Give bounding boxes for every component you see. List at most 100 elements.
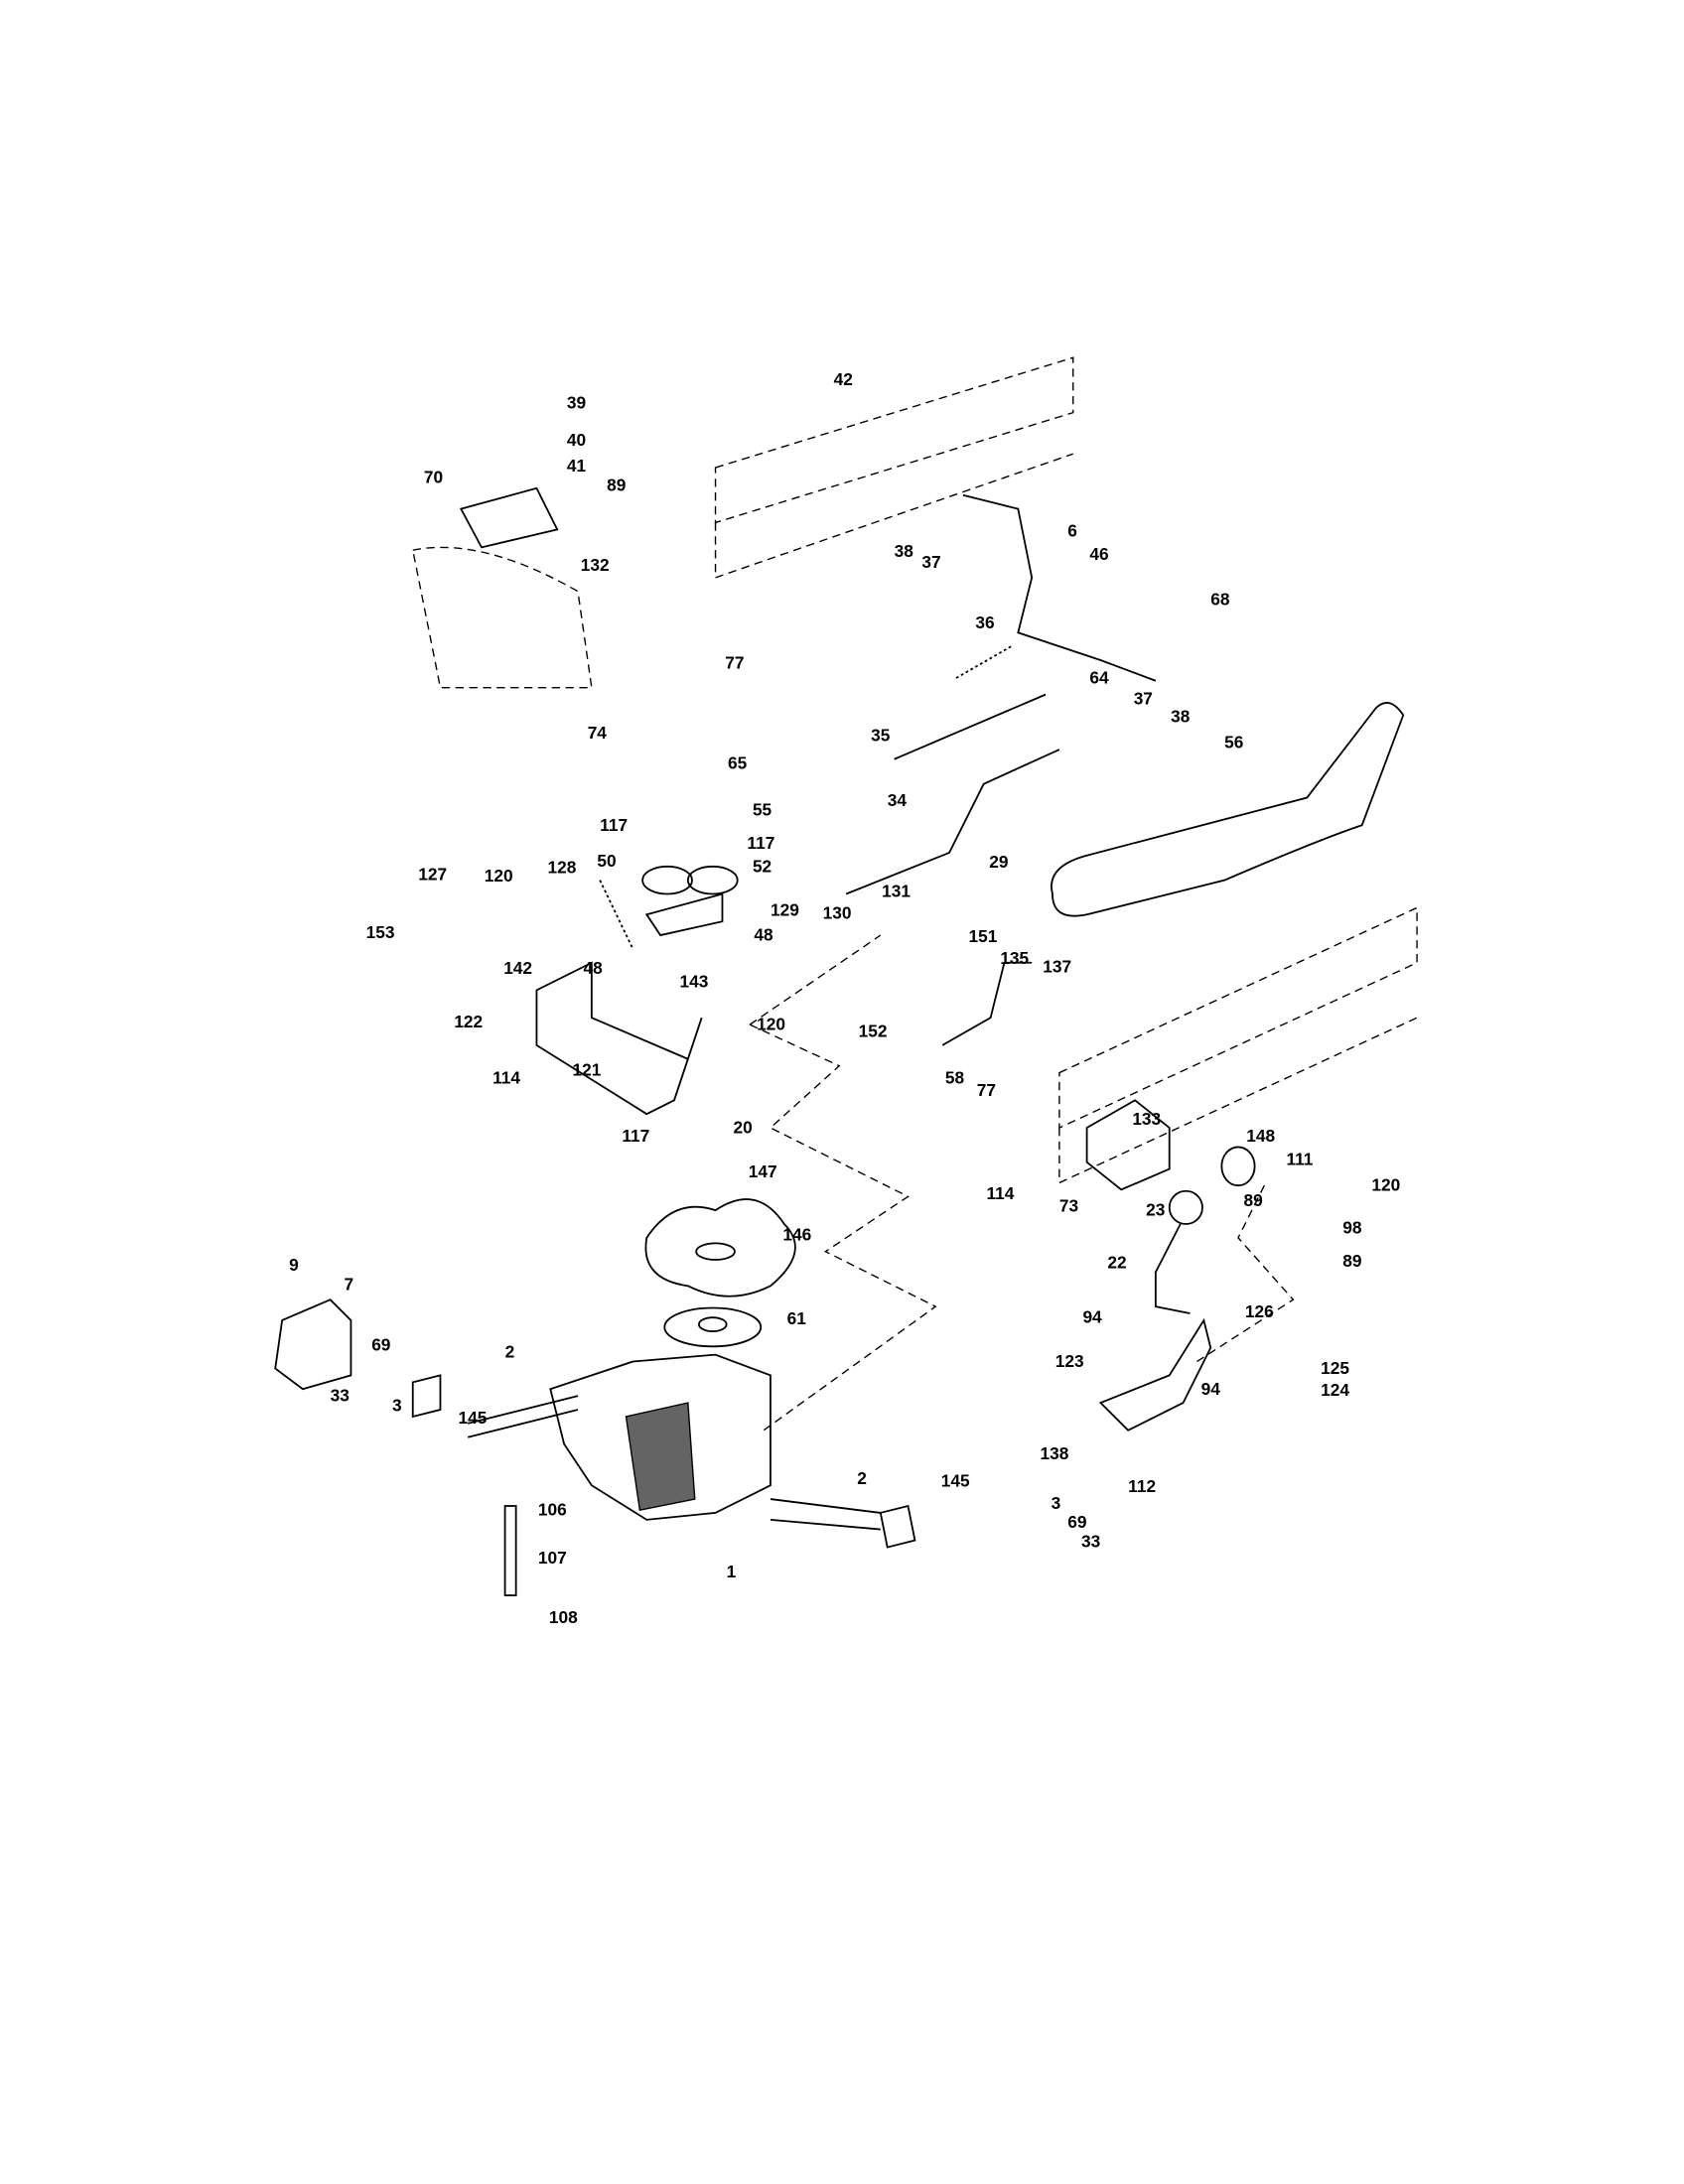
callout-146: 146 <box>782 1225 811 1245</box>
callout-89: 89 <box>1244 1190 1263 1210</box>
transaxle <box>467 1353 881 1531</box>
callout-38: 38 <box>895 541 914 561</box>
callout-120: 120 <box>485 866 513 886</box>
callout-37: 37 <box>1134 688 1153 708</box>
callout-29: 29 <box>989 852 1008 872</box>
callout-33: 33 <box>1081 1532 1100 1552</box>
callout-114: 114 <box>986 1183 1014 1203</box>
callout-147: 147 <box>749 1161 777 1181</box>
callout-133: 133 <box>1132 1109 1161 1129</box>
callout-23: 23 <box>1146 1200 1165 1220</box>
callout-131: 131 <box>882 881 911 900</box>
transaxle-pulley-hub <box>698 1316 728 1332</box>
callout-38: 38 <box>1171 706 1191 726</box>
callout-143: 143 <box>680 972 709 992</box>
spring-part <box>955 645 1012 679</box>
callout-120: 120 <box>757 1015 785 1034</box>
callout-7: 7 <box>344 1274 353 1294</box>
callout-138: 138 <box>1040 1443 1068 1463</box>
callout-135: 135 <box>1000 948 1029 968</box>
drive-belt <box>1051 702 1405 917</box>
callout-69: 69 <box>1067 1512 1086 1532</box>
callout-6: 6 <box>1067 520 1077 540</box>
callout-151: 151 <box>968 926 997 946</box>
callout-36: 36 <box>975 613 994 632</box>
callout-121: 121 <box>572 1059 601 1079</box>
control-arm <box>1098 1317 1212 1432</box>
cooling-fan <box>644 1198 796 1297</box>
callout-124: 124 <box>1321 1380 1349 1400</box>
callout-42: 42 <box>834 369 853 389</box>
callout-106: 106 <box>538 1500 567 1520</box>
callout-61: 61 <box>787 1308 807 1328</box>
callout-117: 117 <box>747 833 774 853</box>
tube-part <box>503 1505 517 1596</box>
callout-37: 37 <box>921 552 940 572</box>
callout-33: 33 <box>331 1386 350 1406</box>
callout-98: 98 <box>1342 1218 1362 1238</box>
callout-107: 107 <box>538 1548 567 1568</box>
shift-lever <box>1154 1223 1191 1314</box>
callout-153: 153 <box>366 922 395 942</box>
callout-89: 89 <box>607 476 626 495</box>
callout-112: 112 <box>1128 1476 1156 1496</box>
callout-94: 94 <box>1201 1379 1221 1399</box>
cover-part <box>459 486 559 549</box>
transaxle-pulley <box>663 1306 763 1348</box>
frame-rail-upper <box>714 356 1074 579</box>
callout-152: 152 <box>859 1022 888 1041</box>
callout-77: 77 <box>725 652 744 672</box>
callout-94: 94 <box>1082 1307 1102 1327</box>
callout-41: 41 <box>567 456 587 476</box>
callout-77: 77 <box>977 1080 996 1100</box>
fan-hub <box>695 1242 736 1261</box>
callout-1: 1 <box>727 1562 737 1581</box>
fender-outline <box>411 546 593 689</box>
callout-46: 46 <box>1089 544 1108 564</box>
callout-125: 125 <box>1321 1358 1349 1378</box>
spring-part <box>599 880 634 950</box>
callout-56: 56 <box>1224 733 1243 752</box>
callout-34: 34 <box>888 790 908 810</box>
callout-148: 148 <box>1246 1126 1275 1146</box>
rod-part <box>845 749 1060 895</box>
callout-9: 9 <box>289 1255 299 1275</box>
callout-120: 120 <box>1371 1175 1400 1195</box>
idler-pulley <box>641 865 693 895</box>
wheel-hub <box>274 1298 352 1391</box>
callout-73: 73 <box>1059 1196 1078 1216</box>
callout-70: 70 <box>424 467 443 486</box>
callout-137: 137 <box>1043 956 1071 976</box>
callout-145: 145 <box>941 1471 970 1491</box>
callout-3: 3 <box>392 1395 402 1415</box>
axle-bracket <box>879 1504 916 1549</box>
callout-111: 111 <box>1286 1149 1313 1168</box>
knob <box>1168 1189 1203 1225</box>
idler-pulley <box>686 865 739 895</box>
callout-2: 2 <box>857 1468 867 1488</box>
rod-part <box>894 693 1047 760</box>
callout-58: 58 <box>945 1068 965 1088</box>
callout-128: 128 <box>548 858 577 878</box>
mounting-bracket <box>535 961 703 1116</box>
callout-64: 64 <box>1089 668 1109 688</box>
callout-65: 65 <box>728 752 748 772</box>
callout-39: 39 <box>567 392 586 412</box>
callout-126: 126 <box>1245 1301 1274 1321</box>
callout-74: 74 <box>588 723 608 743</box>
callout-35: 35 <box>871 726 891 746</box>
callout-2: 2 <box>505 1341 515 1361</box>
callout-130: 130 <box>823 902 852 922</box>
idler-plate <box>644 892 724 937</box>
callout-55: 55 <box>753 800 772 820</box>
callout-48: 48 <box>754 925 773 945</box>
callout-3: 3 <box>1052 1493 1061 1513</box>
bracket-plate <box>1085 1099 1171 1191</box>
callout-132: 132 <box>581 555 610 575</box>
callout-142: 142 <box>503 958 532 978</box>
callout-22: 22 <box>1107 1252 1126 1272</box>
callout-40: 40 <box>567 430 586 450</box>
callout-127: 127 <box>418 865 447 885</box>
